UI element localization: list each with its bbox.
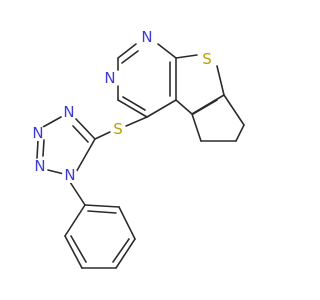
bond bbox=[70, 235, 87, 263]
bond bbox=[75, 118, 96, 140]
bond bbox=[117, 43, 137, 59]
atom-label: N bbox=[63, 103, 74, 121]
bond bbox=[121, 50, 139, 64]
atom-tetrazole-n2: N bbox=[32, 157, 48, 175]
bond bbox=[216, 65, 225, 96]
atom-pyrimidine-n3: N bbox=[102, 69, 118, 87]
bond bbox=[223, 94, 245, 126]
atom-pyrimidine-n1: N bbox=[139, 28, 155, 46]
bond bbox=[175, 54, 198, 59]
bond bbox=[235, 124, 245, 142]
bond bbox=[191, 113, 202, 142]
bond bbox=[42, 139, 45, 157]
atom-thioether-s: S bbox=[110, 120, 126, 138]
bond bbox=[64, 235, 83, 269]
bond bbox=[84, 204, 120, 208]
bond bbox=[122, 96, 146, 111]
bond bbox=[47, 169, 65, 175]
bond bbox=[175, 99, 193, 115]
bond bbox=[192, 99, 218, 115]
bond bbox=[69, 181, 86, 206]
bond bbox=[125, 116, 148, 127]
bond bbox=[118, 206, 136, 240]
atom-tetrazole-n1: N bbox=[62, 166, 78, 184]
bond bbox=[157, 43, 177, 59]
atom-label: S bbox=[202, 50, 212, 68]
atom-label: N bbox=[32, 124, 43, 142]
bond bbox=[74, 138, 96, 175]
atom-tetrazole-n3: N bbox=[30, 124, 46, 142]
chemical-structure-diagram: N N S S N N N N bbox=[30, 28, 245, 269]
bond bbox=[36, 139, 39, 160]
bond bbox=[112, 238, 130, 263]
bond bbox=[42, 116, 62, 128]
bond bbox=[87, 210, 117, 214]
atom-label: N bbox=[34, 157, 45, 175]
atom-label: N bbox=[64, 166, 75, 184]
bond bbox=[72, 125, 89, 143]
bonds bbox=[36, 43, 245, 269]
bond bbox=[146, 99, 177, 118]
bond bbox=[115, 238, 136, 269]
bond bbox=[94, 131, 111, 140]
atom-tetrazole-n4: N bbox=[61, 103, 77, 121]
atom-label: N bbox=[141, 28, 152, 46]
bond bbox=[117, 99, 148, 118]
atom-labels: N N S S N N N N bbox=[30, 28, 215, 184]
atom-label: S bbox=[113, 120, 123, 138]
atom-label: N bbox=[104, 69, 115, 87]
bond bbox=[64, 204, 86, 237]
atom-thiophene-s: S bbox=[199, 50, 215, 68]
